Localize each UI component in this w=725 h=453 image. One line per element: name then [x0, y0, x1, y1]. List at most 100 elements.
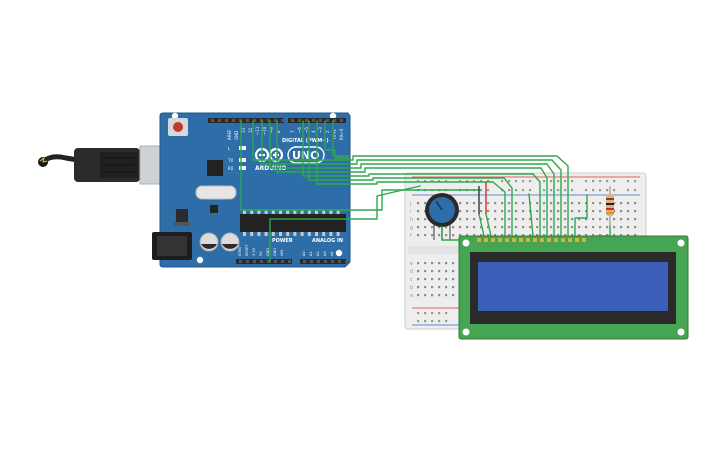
chip-leg	[257, 210, 261, 214]
chip-leg	[257, 232, 261, 236]
lcd-pin	[540, 238, 544, 242]
lcd-pin	[554, 238, 558, 242]
jumper-wire	[240, 189, 481, 211]
breadboard-hole	[431, 320, 434, 323]
breadboard-hole	[431, 226, 434, 229]
breadboard-hole	[487, 180, 490, 183]
breadboard-hole	[550, 189, 553, 192]
breadboard-hole	[473, 226, 476, 229]
pin-label-aref: AREF	[227, 129, 232, 140]
breadboard-hole	[564, 226, 567, 229]
breadboard-hole	[417, 210, 420, 213]
breadboard-hole	[578, 218, 581, 221]
breadboard-hole	[424, 312, 427, 315]
breadboard-hole	[550, 226, 553, 229]
lcd-pin	[547, 238, 551, 242]
breadboard-hole	[424, 262, 427, 265]
atmega-chip	[240, 214, 346, 232]
breadboard-hole	[564, 210, 567, 213]
breadboard-hole	[424, 180, 427, 183]
mounting-hole	[196, 256, 204, 264]
breadboard-hole	[585, 218, 588, 221]
breadboard-hole	[487, 202, 490, 205]
breadboard-hole	[571, 234, 574, 237]
breadboard-hole	[613, 189, 616, 192]
breadboard-hole	[438, 234, 441, 237]
pin-label-4: 4	[311, 130, 316, 133]
lcd-16x2[interactable]	[458, 235, 689, 340]
breadboard-hole	[536, 202, 539, 205]
breadboard-hole	[459, 202, 462, 205]
resistor[interactable]	[606, 186, 614, 226]
breadboard-hole	[501, 226, 504, 229]
potentiometer[interactable]	[425, 193, 459, 240]
breadboard-hole	[424, 226, 427, 229]
jumper-wire	[302, 120, 541, 237]
breadboard-hole	[445, 294, 448, 297]
breadboard-hole	[445, 320, 448, 323]
breadboard-hole	[424, 286, 427, 289]
breadboard-hole	[417, 278, 420, 281]
breadboard-hole	[445, 286, 448, 289]
breadboard-hole	[480, 218, 483, 221]
header-pin-hole	[303, 260, 306, 263]
breadboard-hole	[529, 234, 532, 237]
breadboard-hole	[487, 226, 490, 229]
breadboard-hole	[417, 202, 420, 205]
breadboard-hole	[508, 234, 511, 237]
breadboard-hole	[620, 226, 623, 229]
breadboard-hole	[487, 234, 490, 237]
pin-label-a5: A5	[337, 251, 341, 256]
breadboard-hole	[557, 189, 560, 192]
lcd-mounting-hole	[462, 328, 470, 336]
pin-label-a2: A2	[316, 251, 320, 256]
led-l-label: L	[228, 146, 231, 151]
breadboard-hole	[557, 218, 560, 221]
breadboard-hole	[431, 312, 434, 315]
model-label: UNO	[292, 149, 320, 162]
pin-label-gnd2: GND	[273, 248, 277, 256]
breadboard-hole	[599, 210, 602, 213]
header-pin-hole	[232, 119, 235, 122]
breadboard-hole	[606, 234, 609, 237]
row-label: i	[410, 209, 411, 215]
crystal-oscillator	[195, 185, 237, 200]
breadboard-hole	[564, 180, 567, 183]
breadboard-hole	[466, 202, 469, 205]
pin-label-reset: RESET	[245, 244, 249, 256]
lcd-pin	[568, 238, 572, 242]
header-pin-hole	[281, 119, 284, 122]
breadboard-hole	[585, 234, 588, 237]
breadboard-hole	[522, 210, 525, 213]
pin-label-10: ~10	[262, 126, 267, 135]
row-label: h	[410, 217, 413, 223]
lcd-pin	[498, 238, 502, 242]
jumper-wire	[252, 120, 569, 237]
lcd-mounting-hole	[677, 239, 685, 247]
breadboard-hole	[445, 234, 448, 237]
pin-label-8: 8	[276, 130, 281, 133]
header-pin-hole	[281, 260, 284, 263]
breadboard-hole	[578, 234, 581, 237]
pin-label-gnd: GND	[234, 131, 239, 140]
breadboard-hole	[564, 234, 567, 237]
breadboard-hole	[417, 294, 420, 297]
breadboard-hole	[417, 234, 420, 237]
breadboard-hole	[557, 234, 560, 237]
pin-label-a4: A4	[330, 251, 334, 256]
jumper-wire	[269, 185, 421, 263]
header-pin-hole	[340, 119, 343, 122]
chip-leg	[271, 232, 275, 236]
usb-chip	[207, 160, 223, 176]
breadboard-hole	[431, 278, 434, 281]
header-pin-hole	[274, 119, 277, 122]
chip-leg	[322, 210, 326, 214]
breadboard-hole	[515, 218, 518, 221]
breadboard-hole	[487, 218, 490, 221]
breadboard-hole	[487, 189, 490, 192]
arduino-uno[interactable]: AREF GND 13 12 ~11 ~10 ~9 8 7 ~6 ~5 4 ~3…	[152, 112, 351, 268]
header-pin-hole	[331, 260, 334, 263]
voltage-regulator	[176, 209, 188, 223]
breadboard-hole	[431, 234, 434, 237]
chip-leg	[279, 232, 282, 236]
